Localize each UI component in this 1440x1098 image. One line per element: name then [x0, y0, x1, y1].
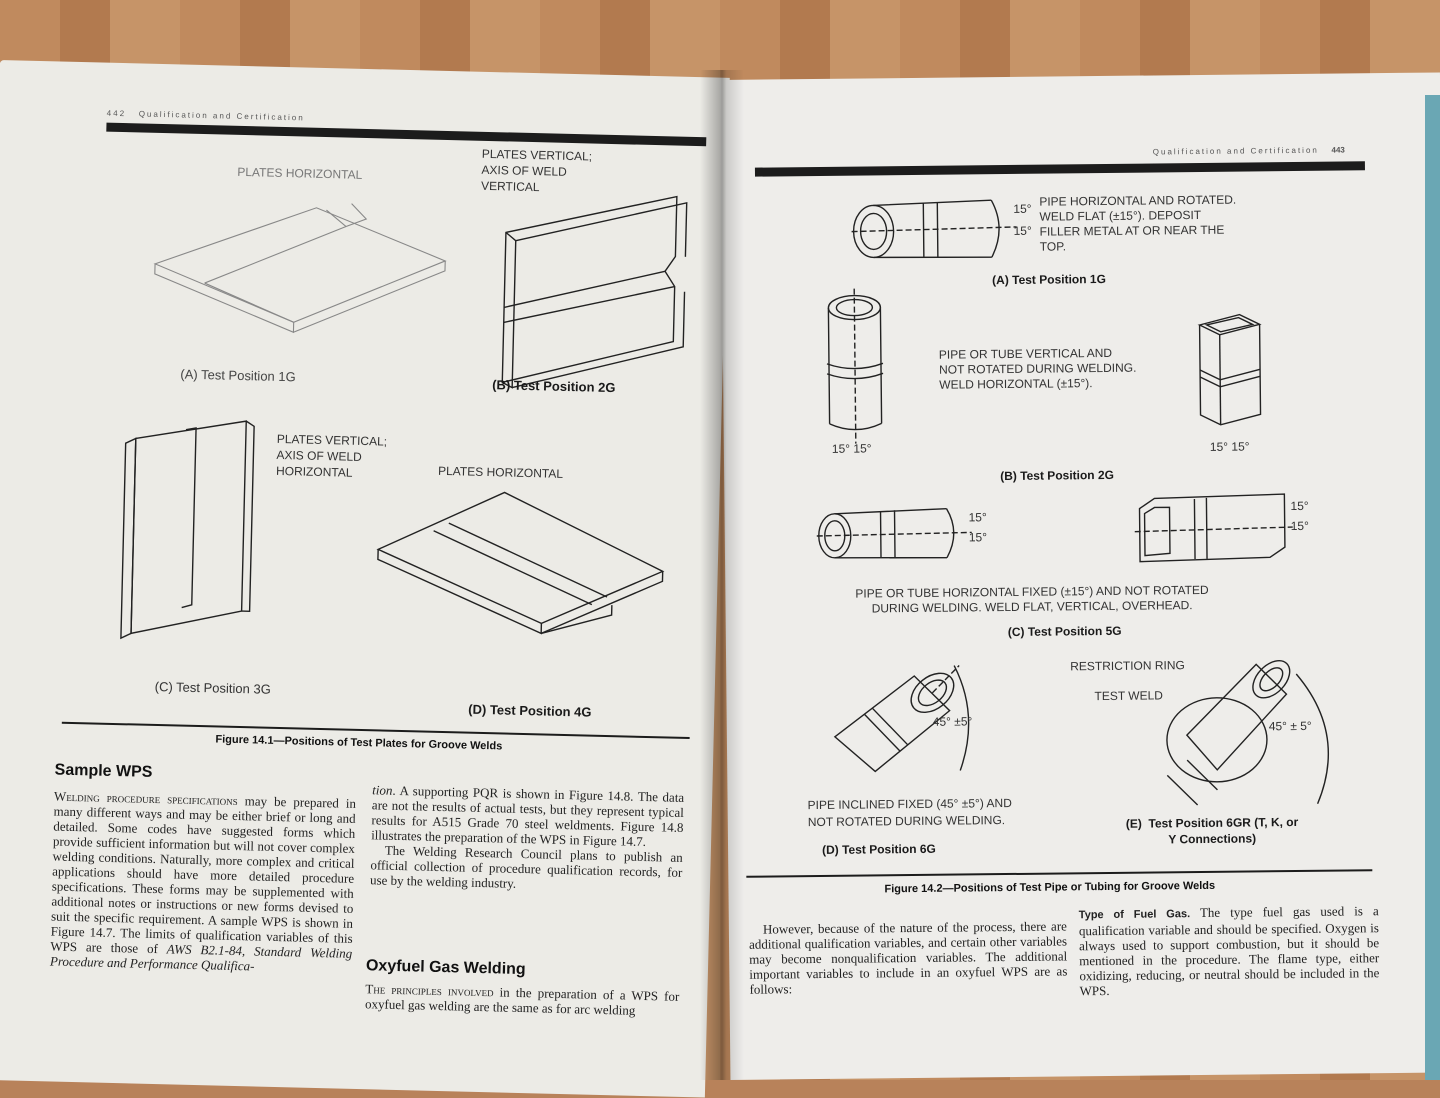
panel-a-angle-top: 15° — [1013, 201, 1032, 216]
panel-a-label: PLATES HORIZONTAL — [237, 164, 363, 182]
pipe-6g-illustration — [833, 665, 970, 773]
panel-a-caption: (A) Test Position 1G — [180, 366, 296, 385]
pipe-2g-illustration — [826, 288, 884, 444]
left-col2-oxyfuel-text: The principles involved in the preparati… — [365, 981, 680, 1019]
left-page: 442 Qualification and Certification PLAT… — [0, 60, 730, 1098]
pipe-6gr-illustration — [1166, 660, 1330, 806]
left-running-head: 442 Qualification and Certification — [107, 109, 305, 123]
pipe-1g-illustration — [851, 199, 1017, 259]
panel-c-label: PLATES VERTICAL; AXIS OF WELD HORIZONTAL — [275, 431, 388, 480]
left-col2-para2: The Welding Research Council plans to pu… — [369, 842, 683, 891]
panel-b-angles-left: 15° 15° — [831, 441, 872, 456]
panel-c-angle-a: 15° — [968, 510, 987, 525]
left-col2-text: tion. A supporting PQR is shown in Figur… — [370, 782, 684, 895]
tube-2g-illustration — [1197, 313, 1262, 426]
left-page-number: 442 — [106, 108, 127, 119]
right-header-rule — [754, 161, 1365, 177]
panel-b-angles-right: 15° 15° — [1209, 439, 1250, 454]
panel-c-angle-c: 15° — [1290, 498, 1309, 514]
panel-b-label: PLATES VERTICAL; AXIS OF WELD VERTICAL — [480, 146, 593, 195]
oxyfuel-heading: Oxyfuel Gas Welding — [365, 957, 526, 979]
tube-5g-illustration — [1134, 493, 1293, 563]
panel-d-angle: 45° ±5° — [932, 714, 973, 729]
fuel-gas-run-in: Type of Fuel Gas. — [1078, 908, 1191, 922]
right-panel-c-caption: (C) Test Position 5G — [1007, 623, 1122, 640]
plate-2g-illustration — [501, 195, 688, 389]
left-col2-cont-italic: tion — [372, 782, 393, 798]
right-page-number: 443 — [1331, 145, 1345, 155]
right-col1-text: However, because of the nature of the pr… — [748, 918, 1068, 997]
panel-c-angle-d: 15° — [1290, 518, 1309, 534]
right-page: Qualification and Certification 443 15° … — [720, 72, 1440, 1080]
right-panel-d-caption: (D) Test Position 6G — [821, 841, 936, 857]
panel-c-note: PIPE OR TUBE HORIZONTAL FIXED (±15°) AND… — [855, 582, 1209, 616]
right-running-head: Qualification and Certification 443 — [1153, 145, 1345, 156]
right-panel-a-caption: (A) Test Position 1G — [992, 271, 1106, 288]
figure-14-2-rule — [746, 869, 1373, 878]
plate-1g-illustration — [153, 203, 447, 334]
panel-d-note: PIPE INCLINED FIXED (45° ±5°) AND NOT RO… — [807, 795, 1012, 830]
panel-c-angle-b: 15° — [968, 530, 988, 545]
figure-14-1-title: Figure 14.1—Positions of Test Plates for… — [215, 733, 503, 753]
book-spine-shadow — [700, 70, 744, 1080]
plate-3g-illustration — [120, 420, 255, 640]
panel-c-caption: (C) Test Position 3G — [154, 678, 271, 697]
right-panel-b-caption: (B) Test Position 2G — [1000, 467, 1115, 484]
left-col1-body: may be prepared in many different ways a… — [50, 793, 357, 957]
panel-a-note: PIPE HORIZONTAL AND ROTATED. WELD FLAT (… — [1039, 192, 1237, 254]
panel-b-caption: (B) Test Position 2G — [492, 377, 616, 396]
pipe-5g-illustration — [816, 507, 972, 559]
panel-b-note: PIPE OR TUBE VERTICAL AND NOT ROTATED DU… — [938, 345, 1137, 392]
left-header-rule — [106, 122, 707, 147]
teal-page-edge — [1425, 95, 1440, 1080]
panel-d-caption: (D) Test Position 4G — [468, 701, 592, 720]
right-col2-text: Type of Fuel Gas. The type fuel gas used… — [1079, 903, 1380, 998]
left-col2-cont: . A supporting PQR is shown in Figure 14… — [370, 782, 685, 850]
panel-d-label: PLATES HORIZONTAL — [437, 463, 564, 481]
left-running-head-text: Qualification and Certification — [138, 109, 305, 123]
right-running-head-text: Qualification and Certification — [1152, 145, 1319, 157]
sample-wps-heading: Sample WPS — [54, 761, 153, 781]
right-panel-e-caption: (E) Test Position 6GR (T, K, or Y Connec… — [1125, 814, 1299, 847]
panel-e-angle: 45° ± 5° — [1268, 718, 1312, 734]
figure-14-2-title: Figure 14.2—Positions of Test Pipe or Tu… — [884, 879, 1216, 896]
plate-4g-illustration — [376, 491, 665, 635]
left-col1-text: Welding procedure specifications may be … — [50, 789, 356, 976]
panel-a-angle-bottom: 15° — [1013, 223, 1032, 238]
